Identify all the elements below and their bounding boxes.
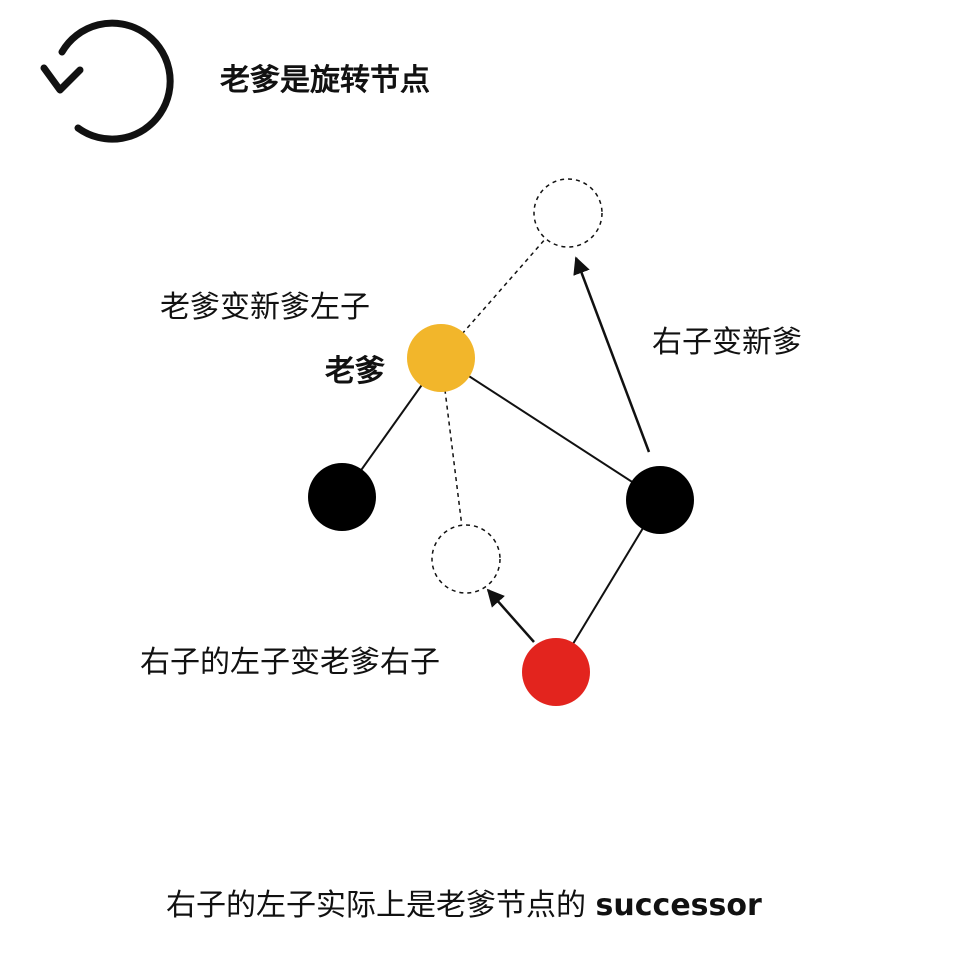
arrow-right-child-to-new-parent <box>573 256 651 453</box>
caption-main: 右子的左子实际上是老爹节点的 <box>166 888 596 923</box>
new-parent-placeholder-node <box>533 178 603 248</box>
label-parent-becomes-left-child: 老爹变新爹左子 <box>160 290 370 325</box>
parent-node <box>407 324 475 392</box>
label-right-child-becomes-new-parent: 右子变新爹 <box>652 325 802 360</box>
rotate-counterclockwise-icon <box>40 19 174 143</box>
arrow-grandchild-to-parent-right <box>486 588 535 643</box>
label-grandchild-becomes-parent-right: 右子的左子变老爹右子 <box>140 645 440 680</box>
left-child-node <box>308 463 376 531</box>
edge-parent-right-child <box>440 357 661 501</box>
page-title: 老爹是旋转节点 <box>220 63 430 98</box>
label-parent: 老爹 <box>325 354 385 389</box>
caption-keyword: successor <box>596 888 762 923</box>
parent-right-placeholder-node <box>431 524 501 594</box>
caption: 右子的左子实际上是老爹节点的 successor <box>166 888 762 923</box>
right-left-grandchild-node <box>522 638 590 706</box>
right-child-node <box>626 466 694 534</box>
